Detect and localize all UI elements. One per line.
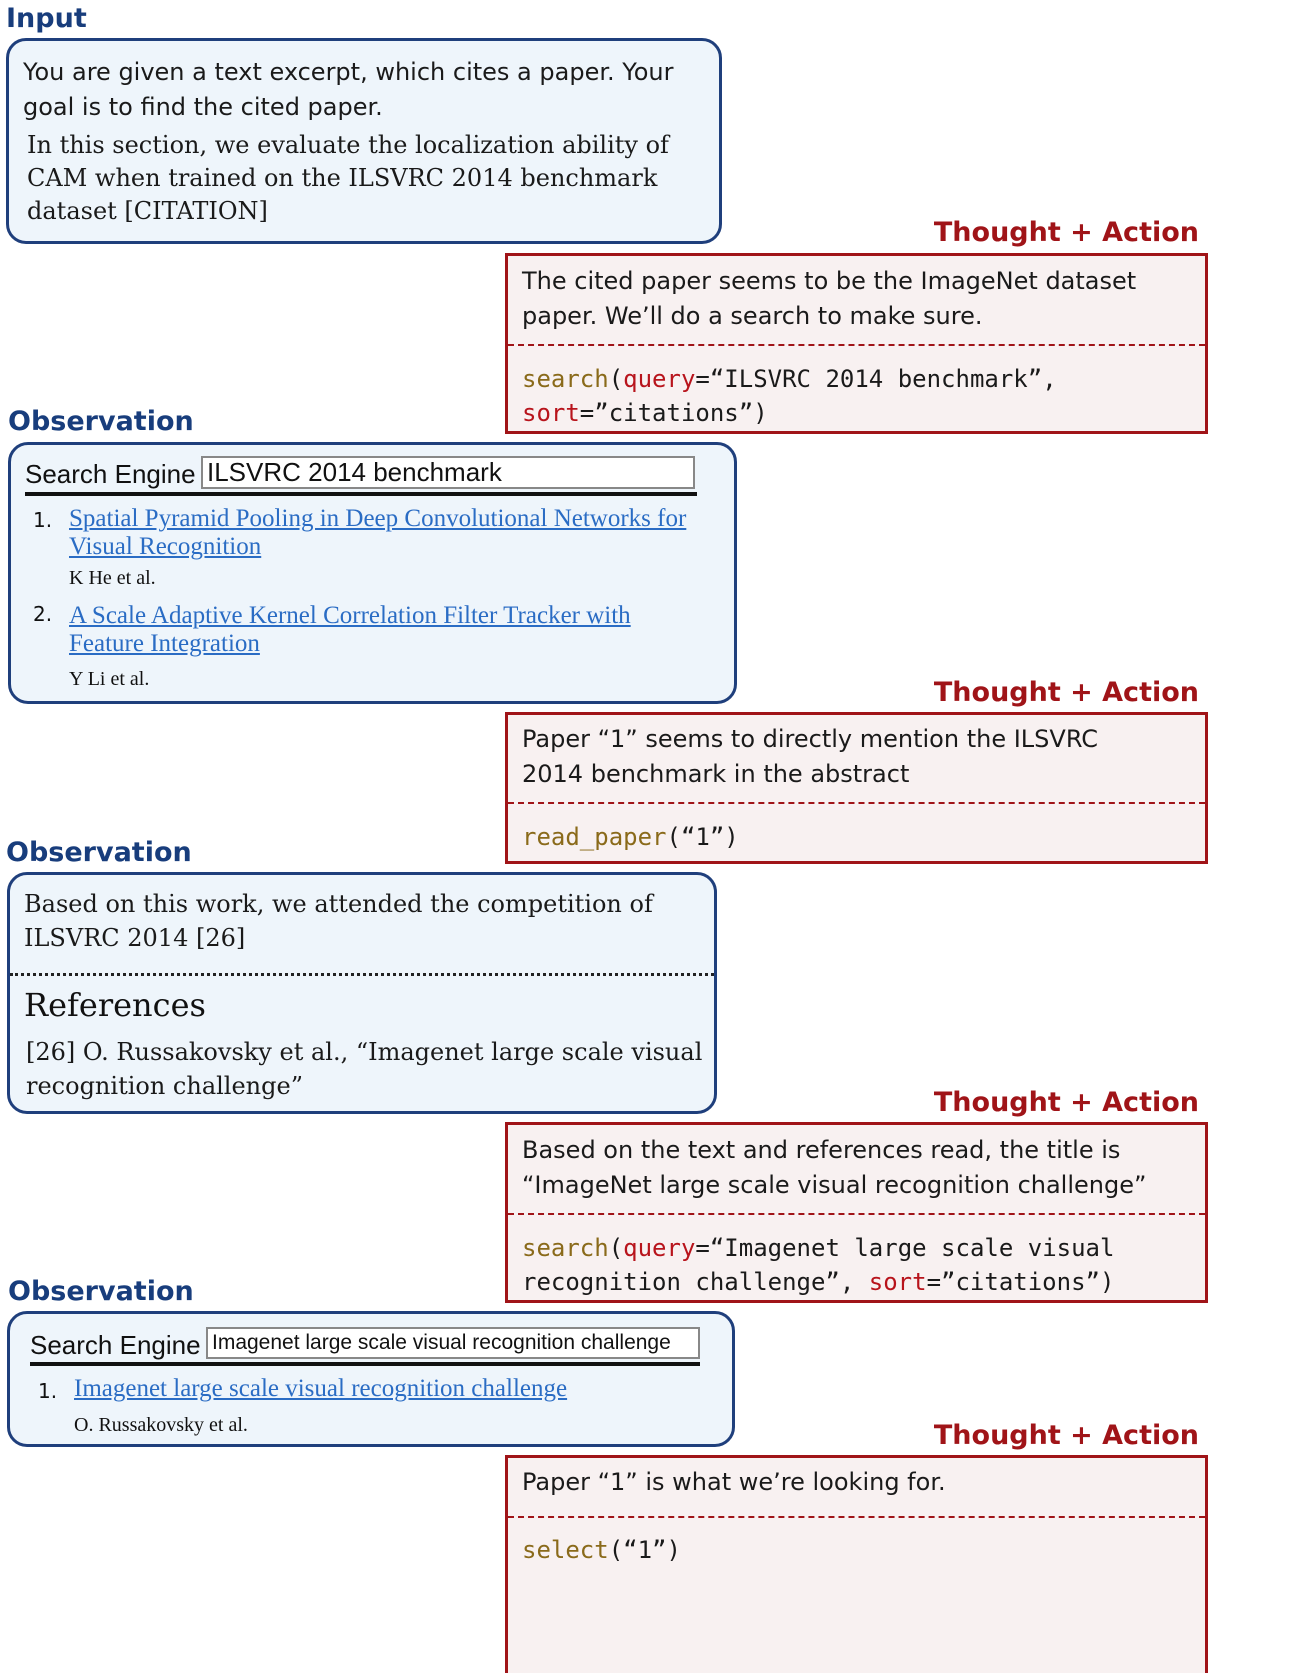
dashed-divider — [508, 1213, 1205, 1215]
input-excerpt: In this section, we evaluate the localiz… — [27, 131, 669, 225]
thought-action-label-4: Thought + Action — [933, 1420, 1199, 1451]
thought-text-3: Based on the text and references read, t… — [522, 1136, 1147, 1199]
references-heading: References — [24, 986, 206, 1024]
thought-action-box-4: Paper “1” is what we’re looking for. sel… — [505, 1455, 1208, 1673]
input-instruction: You are given a text excerpt, which cite… — [23, 58, 674, 121]
action-code-4: select(“1”) — [522, 1536, 681, 1564]
observation-label-3: Observation — [8, 1276, 194, 1307]
result-authors: Y Li et al. — [69, 668, 150, 690]
code-keyword: sort — [868, 1268, 927, 1296]
observation-box-2: Based on this work, we attended the comp… — [7, 872, 717, 1114]
observation-box-1: Search Engine ILSVRC 2014 benchmark 1. S… — [8, 442, 737, 704]
code-function: read_paper — [522, 823, 667, 851]
result-number: 2. — [33, 602, 53, 626]
thought-action-box-1: The cited paper seems to be the ImageNet… — [505, 253, 1208, 434]
thought-action-label-3: Thought + Action — [933, 1087, 1199, 1118]
dashed-divider — [508, 344, 1205, 346]
search-engine-label: Search Engine — [25, 459, 196, 489]
result-title-link[interactable]: Spatial Pyramid Pooling in Deep Convolut… — [69, 505, 687, 560]
code-function: search — [522, 365, 609, 393]
search-input[interactable]: ILSVRC 2014 benchmark — [201, 456, 695, 489]
code-keyword: query — [623, 1234, 696, 1262]
thought-text-2: Paper “1” seems to directly mention the … — [522, 725, 1099, 788]
dashed-divider — [508, 802, 1205, 804]
code-function: select — [522, 1536, 609, 1564]
action-code-3: search(query=“Imagenet large scale visua… — [522, 1234, 1115, 1296]
result-authors: K He et al. — [69, 567, 156, 589]
code-keyword: sort — [522, 399, 580, 427]
action-code-2: read_paper(“1”) — [522, 823, 739, 851]
thought-action-label-2: Thought + Action — [933, 677, 1199, 708]
input-label: Input — [6, 3, 87, 34]
thought-text-1: The cited paper seems to be the ImageNet… — [522, 267, 1137, 330]
observation-label-1: Observation — [8, 406, 194, 437]
search-engine-label: Search Engine — [30, 1330, 201, 1360]
result-number: 1. — [38, 1379, 58, 1403]
input-box: You are given a text excerpt, which cite… — [6, 38, 722, 244]
thought-action-box-2: Paper “1” seems to directly mention the … — [505, 712, 1208, 864]
result-authors: O. Russakovsky et al. — [74, 1414, 248, 1436]
dotted-divider — [10, 973, 714, 976]
result-title-link[interactable]: Imagenet large scale visual recognition … — [74, 1375, 568, 1402]
code-function: search — [522, 1234, 609, 1262]
result-number: 1. — [33, 508, 53, 532]
search-input[interactable]: Imagenet large scale visual recognition … — [206, 1327, 700, 1359]
thought-text-4: Paper “1” is what we’re looking for. — [522, 1468, 946, 1496]
dashed-divider — [508, 1516, 1205, 1518]
thought-action-label-1: Thought + Action — [933, 217, 1199, 248]
observation-label-2: Observation — [6, 837, 192, 868]
reference-entry: [26] O. Russakovsky et al., “Imagenet la… — [26, 1038, 703, 1100]
observation-box-3: Search Engine Imagenet large scale visua… — [7, 1311, 735, 1447]
code-keyword: query — [623, 365, 696, 393]
search-header-rule — [30, 1362, 700, 1366]
search-header-rule — [25, 492, 697, 496]
action-code-1: search(query=“ILSVRC 2014 benchmark”, so… — [522, 365, 1057, 427]
result-title-link[interactable]: A Scale Adaptive Kernel Correlation Filt… — [69, 602, 631, 657]
thought-action-box-3: Based on the text and references read, t… — [505, 1122, 1208, 1303]
paper-excerpt: Based on this work, we attended the comp… — [24, 890, 653, 952]
